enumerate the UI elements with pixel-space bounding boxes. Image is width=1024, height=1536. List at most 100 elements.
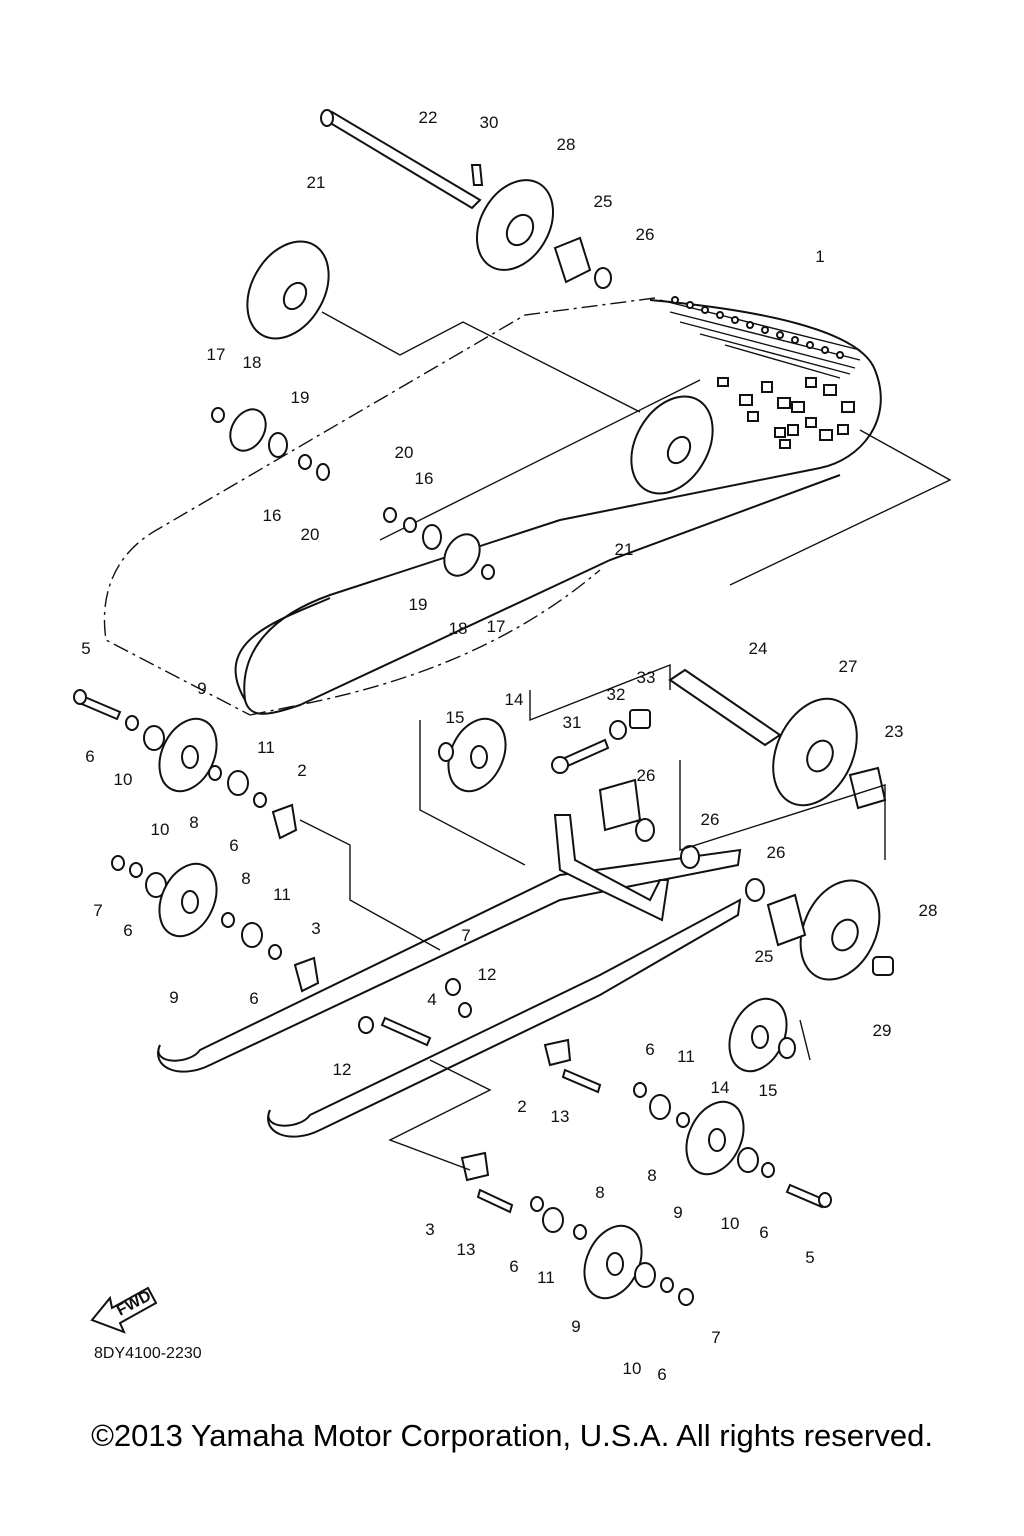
- wheel-14-lower: [728, 997, 796, 1073]
- track-belt: [103, 296, 882, 716]
- collar-23: [848, 766, 887, 810]
- wheel-27: [772, 697, 858, 807]
- callout-11: 11: [677, 1047, 695, 1066]
- callout-13: 13: [551, 1107, 570, 1126]
- washers-26-mid: [635, 818, 765, 902]
- rod-24: [668, 668, 782, 747]
- cotter-pin-30: [470, 164, 484, 186]
- callout-26: 26: [637, 766, 656, 785]
- callout-10: 10: [721, 1214, 740, 1233]
- bracket-3-lower: [460, 1151, 514, 1214]
- callout-19: 19: [409, 595, 428, 614]
- callout-8: 8: [189, 813, 198, 832]
- callout-21: 21: [307, 173, 326, 192]
- callout-14: 14: [711, 1078, 730, 1097]
- callout-6: 6: [759, 1223, 768, 1242]
- track-lugs: [717, 377, 855, 449]
- callout-7: 7: [93, 901, 102, 920]
- callout-4: 4: [427, 990, 436, 1009]
- callout-30: 30: [480, 113, 499, 132]
- bolt-31: [551, 738, 610, 774]
- collar-25-top: [553, 236, 592, 284]
- callout-2: 2: [517, 1097, 526, 1116]
- front-left-wheel-9: [73, 689, 298, 840]
- front-left-wheel-9b: [111, 855, 320, 993]
- callout-12: 12: [478, 965, 497, 984]
- callout-28: 28: [557, 135, 576, 154]
- fwd-arrow-icon: FWD: [90, 1286, 158, 1334]
- callout-13: 13: [457, 1240, 476, 1259]
- slide-rail-left: [157, 848, 742, 1138]
- callout-5: 5: [81, 639, 90, 658]
- callout-29: 29: [873, 1021, 892, 1040]
- callout-15: 15: [759, 1081, 778, 1100]
- callout-6: 6: [645, 1040, 654, 1059]
- callout-16: 16: [263, 506, 282, 525]
- washer-26-top: [594, 267, 612, 289]
- callout-25: 25: [594, 192, 613, 211]
- callout-26: 26: [636, 225, 655, 244]
- callout-6: 6: [229, 836, 238, 855]
- callout-8: 8: [647, 1166, 656, 1185]
- callout-31: 31: [563, 713, 582, 732]
- wheel-9-right-b: [530, 1196, 694, 1306]
- callout-27: 27: [839, 657, 858, 676]
- callout-5: 5: [805, 1248, 814, 1267]
- callout-22: 22: [419, 108, 438, 127]
- callout-1: 1: [815, 247, 824, 266]
- callout-16: 16: [415, 469, 434, 488]
- callout-8: 8: [595, 1183, 604, 1202]
- callout-17: 17: [487, 617, 506, 636]
- callout-9: 9: [197, 679, 206, 698]
- callout-17: 17: [207, 345, 226, 364]
- callout-26: 26: [767, 843, 786, 862]
- wheel-28-top: [476, 179, 554, 271]
- callout-6: 6: [123, 921, 132, 940]
- callout-12: 12: [333, 1060, 352, 1079]
- callout-6: 6: [509, 1257, 518, 1276]
- callout-3: 3: [311, 919, 320, 938]
- callout-24: 24: [749, 639, 768, 658]
- callout-8: 8: [241, 869, 250, 888]
- callout-9: 9: [673, 1203, 682, 1222]
- callout-10: 10: [114, 770, 133, 789]
- wheel-28-lower: [766, 879, 894, 981]
- wheel-21-upper: [246, 240, 641, 413]
- bearing-stack-center: [383, 507, 495, 580]
- wheel-9-right-a: [633, 1082, 832, 1209]
- callout-7: 7: [711, 1328, 720, 1347]
- callout-9: 9: [169, 988, 178, 1007]
- callout-10: 10: [623, 1359, 642, 1378]
- callout-20: 20: [395, 443, 414, 462]
- track-studs: [659, 296, 861, 379]
- diagram-part-code: 8DY4100-2230: [94, 1345, 202, 1362]
- callout-2: 2: [297, 761, 306, 780]
- callout-26: 26: [701, 810, 720, 829]
- rear-axle-22: [320, 109, 482, 210]
- wheel-14-mid: [438, 717, 507, 793]
- callout-6: 6: [85, 747, 94, 766]
- callout-14: 14: [505, 690, 524, 709]
- callout-6: 6: [657, 1365, 666, 1384]
- callout-10: 10: [151, 820, 170, 839]
- bracket-2-right: [543, 1038, 602, 1094]
- callout-6: 6: [249, 989, 258, 1008]
- callout-32: 32: [607, 685, 626, 704]
- callout-20: 20: [301, 525, 320, 544]
- callout-21: 21: [615, 540, 634, 559]
- callout-11: 11: [537, 1268, 555, 1287]
- callout-25: 25: [755, 947, 774, 966]
- assembly-outlines: [299, 663, 886, 1171]
- callout-18: 18: [243, 353, 262, 372]
- wheel-21-mid: [630, 395, 952, 586]
- callout-33: 33: [637, 668, 656, 687]
- copyright-notice: ©2013 Yamaha Motor Corporation, U.S.A. A…: [91, 1418, 933, 1453]
- callout-18: 18: [449, 619, 468, 638]
- callout-7: 7: [461, 926, 470, 945]
- bolts-4-12: [358, 978, 472, 1047]
- callout-15: 15: [446, 708, 465, 727]
- callout-28: 28: [919, 901, 938, 920]
- bearing-stack-left: [211, 407, 330, 481]
